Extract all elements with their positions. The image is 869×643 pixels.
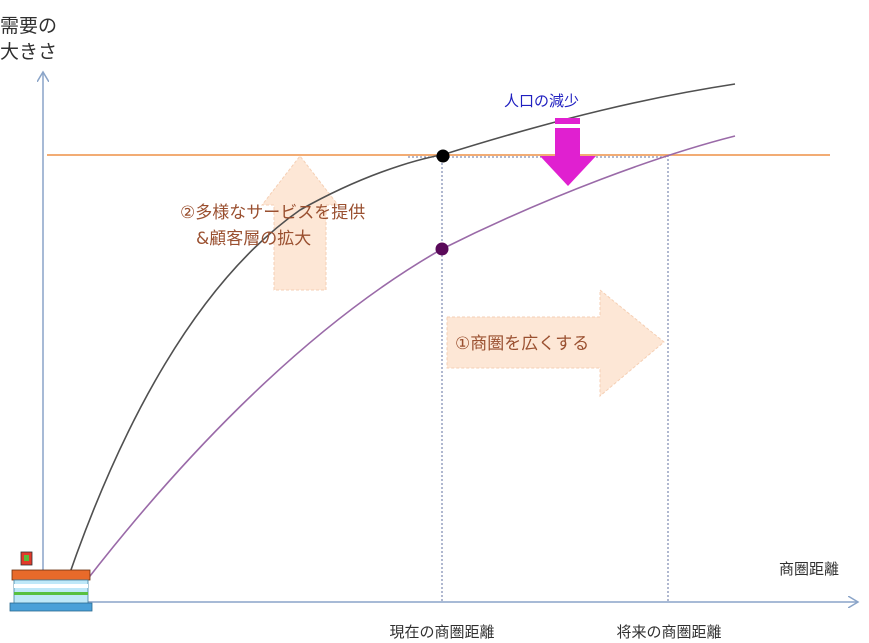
store-icon — [9, 551, 93, 612]
current-demand-point — [436, 149, 450, 163]
reduced-demand-point — [435, 242, 449, 256]
x-axis-label: 商圏距離 — [779, 560, 839, 578]
future-demand-curve — [69, 135, 736, 603]
y-axis-label-line2: 大きさ — [0, 41, 57, 63]
strategy2-arrow — [260, 155, 340, 291]
tick-future-distance: 将来の商圏距離 — [616, 623, 721, 641]
strategy1-label: ①商圏を広くする — [455, 334, 589, 354]
population-decrease-arrow — [540, 118, 596, 186]
population-decrease-label: 人口の減少 — [504, 92, 579, 110]
strategy2-label-line2: &顧客層の拡大 — [196, 229, 311, 249]
strategy1-arrow — [446, 288, 665, 398]
current-demand-curve — [59, 83, 736, 603]
strategy2-label-line1: ②多様なサービスを提供 — [180, 203, 365, 223]
y-axis-label-line1: 需要の — [0, 15, 57, 37]
tick-current-distance: 現在の商圏距離 — [389, 623, 494, 641]
